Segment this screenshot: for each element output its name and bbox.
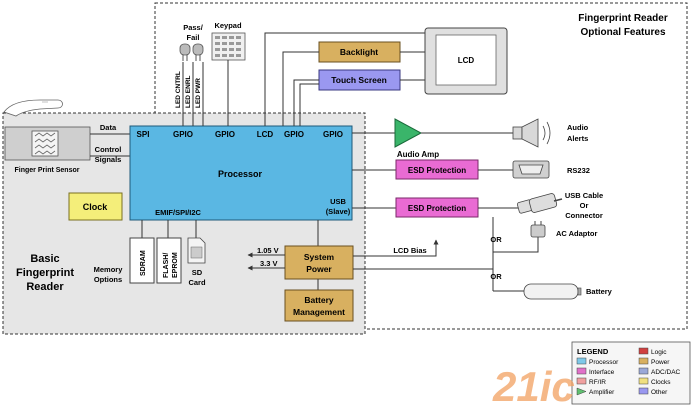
led-pwr-label: LED PWR bbox=[195, 78, 202, 108]
legend-item-rfir: RF/IR bbox=[589, 379, 606, 386]
legend-swatch-processor bbox=[576, 357, 587, 365]
sdram-label: SDRAM bbox=[140, 250, 147, 276]
data-signal-label: Data bbox=[100, 123, 117, 132]
legend-swatch-interface bbox=[576, 367, 587, 375]
keypad-label: Keypad bbox=[214, 21, 242, 30]
audio-amp-label: Audio Amp bbox=[397, 150, 439, 159]
system-power-block bbox=[284, 245, 354, 280]
processor-block bbox=[129, 125, 353, 221]
optional-title-line1: Fingerprint Reader bbox=[578, 13, 668, 24]
legend-item-amplifier: Amplifier bbox=[589, 389, 615, 396]
fingerprint-sensor-label: Finger Print Sensor bbox=[15, 167, 80, 174]
audio-amp-triangle bbox=[394, 118, 423, 148]
audio-alerts-label-2: Alerts bbox=[567, 134, 588, 143]
legend-item-logic: Logic bbox=[651, 349, 667, 356]
basic-title-line3: Reader bbox=[26, 281, 64, 293]
voltage-105-label: 1.05 V bbox=[257, 246, 279, 255]
flash-eprom-block bbox=[156, 237, 182, 284]
legend: LEGEND Processor Interface RF/IR Amplifi… bbox=[571, 341, 691, 405]
pass-fail-label-1: Pass/ bbox=[183, 23, 204, 32]
finger-icon bbox=[3, 99, 63, 117]
legend-item-clocks: Clocks bbox=[651, 379, 671, 386]
processor-pin-gpio-2: GPIO bbox=[215, 130, 235, 139]
speaker-icon bbox=[512, 118, 551, 148]
battery-label: Battery bbox=[586, 287, 613, 296]
legend-item-interface: Interface bbox=[589, 369, 615, 376]
legend-swatch-rfir bbox=[576, 377, 587, 385]
legend-swatch-amplifier bbox=[576, 387, 587, 396]
flash-label: FLASH/ bbox=[163, 253, 170, 278]
processor-title: Processor bbox=[218, 169, 263, 179]
esd-top-label: ESD Protection bbox=[408, 166, 466, 175]
battery-mgmt-label-2: Management bbox=[293, 307, 345, 317]
led-enrl-label: LED ENRL bbox=[185, 75, 192, 108]
fingerprint-sensor bbox=[4, 126, 91, 161]
legend-swatch-logic bbox=[638, 347, 649, 355]
legend-swatch-other bbox=[638, 387, 649, 395]
legend-title: LEGEND bbox=[577, 347, 609, 356]
clock-block bbox=[68, 192, 123, 221]
legend-item-power: Power bbox=[651, 359, 670, 366]
lcd-bias-label: LCD Bias bbox=[393, 246, 426, 255]
usb-plug-icon bbox=[516, 193, 563, 214]
processor-pin-gpio-3: GPIO bbox=[284, 130, 304, 139]
basic-title-line1: Basic bbox=[30, 253, 59, 265]
lcd-label: LCD bbox=[458, 56, 475, 65]
voltage-33-label: 3.3 V bbox=[260, 259, 278, 268]
legend-swatch-power bbox=[638, 357, 649, 365]
esd-bottom-label: ESD Protection bbox=[408, 204, 466, 213]
battery-icon bbox=[523, 283, 582, 300]
ac-adaptor-label: AC Adaptor bbox=[556, 229, 597, 238]
memory-options-label-2: Options bbox=[94, 275, 122, 284]
watermark-logo: 21ic bbox=[492, 363, 575, 408]
usb-cable-label-1: USB Cable bbox=[565, 191, 603, 200]
led-icon bbox=[179, 43, 204, 61]
battery-management-block bbox=[284, 289, 354, 322]
backlight-label: Backlight bbox=[340, 47, 378, 57]
rs232-connector-icon bbox=[512, 160, 550, 179]
legend-item-adcdac: ADC/DAC bbox=[651, 369, 681, 376]
system-power-label-2: Power bbox=[306, 264, 332, 274]
legend-swatch-adcdac bbox=[638, 367, 649, 375]
clock-label: Clock bbox=[83, 202, 109, 212]
usb-cable-label-2: Or bbox=[580, 201, 589, 210]
sd-card-icon bbox=[187, 237, 206, 264]
keypad-icon bbox=[211, 32, 246, 61]
or-label-1: OR bbox=[490, 235, 502, 244]
sd-card-label-1: SD bbox=[192, 268, 203, 277]
battery-mgmt-label-1: Battery bbox=[304, 295, 334, 305]
processor-pin-usb-2: (Slave) bbox=[326, 207, 351, 216]
optional-title-line2: Optional Features bbox=[580, 27, 665, 38]
processor-pin-usb-1: USB bbox=[330, 197, 346, 206]
fingerprint-pattern-icon bbox=[34, 132, 56, 155]
control-signals-label-2: Signals bbox=[95, 155, 122, 164]
legend-swatch-clocks bbox=[638, 377, 649, 385]
memory-options-label-1: Memory bbox=[94, 265, 124, 274]
basic-title-line2: Fingerprint bbox=[16, 267, 74, 279]
usb-cable-label-3: Connector bbox=[565, 211, 603, 220]
processor-pin-gpio-4: GPIO bbox=[323, 130, 343, 139]
system-power-label-1: System bbox=[304, 252, 335, 262]
pass-fail-label-2: Fail bbox=[187, 33, 200, 42]
led-cntrl-label: LED CNTRL bbox=[175, 71, 182, 108]
eprom-label: EPROM bbox=[172, 252, 179, 278]
audio-alerts-label-1: Audio bbox=[567, 123, 589, 132]
processor-pin-spi: SPI bbox=[137, 130, 150, 139]
sdram-block bbox=[129, 237, 155, 284]
legend-item-processor: Processor bbox=[589, 359, 619, 366]
processor-pin-emif: EMIF/SPI/I2C bbox=[155, 208, 201, 217]
rs232-label: RS232 bbox=[567, 166, 590, 175]
touch-screen-label: Touch Screen bbox=[331, 75, 387, 85]
processor-pin-lcd: LCD bbox=[257, 130, 274, 139]
control-signals-label-1: Control bbox=[95, 145, 122, 154]
sd-card-label-2: Card bbox=[188, 278, 206, 287]
ac-adaptor-icon bbox=[530, 221, 546, 238]
legend-item-other: Other bbox=[651, 389, 668, 396]
processor-pin-gpio-1: GPIO bbox=[173, 130, 193, 139]
or-label-2: OR bbox=[490, 272, 502, 281]
